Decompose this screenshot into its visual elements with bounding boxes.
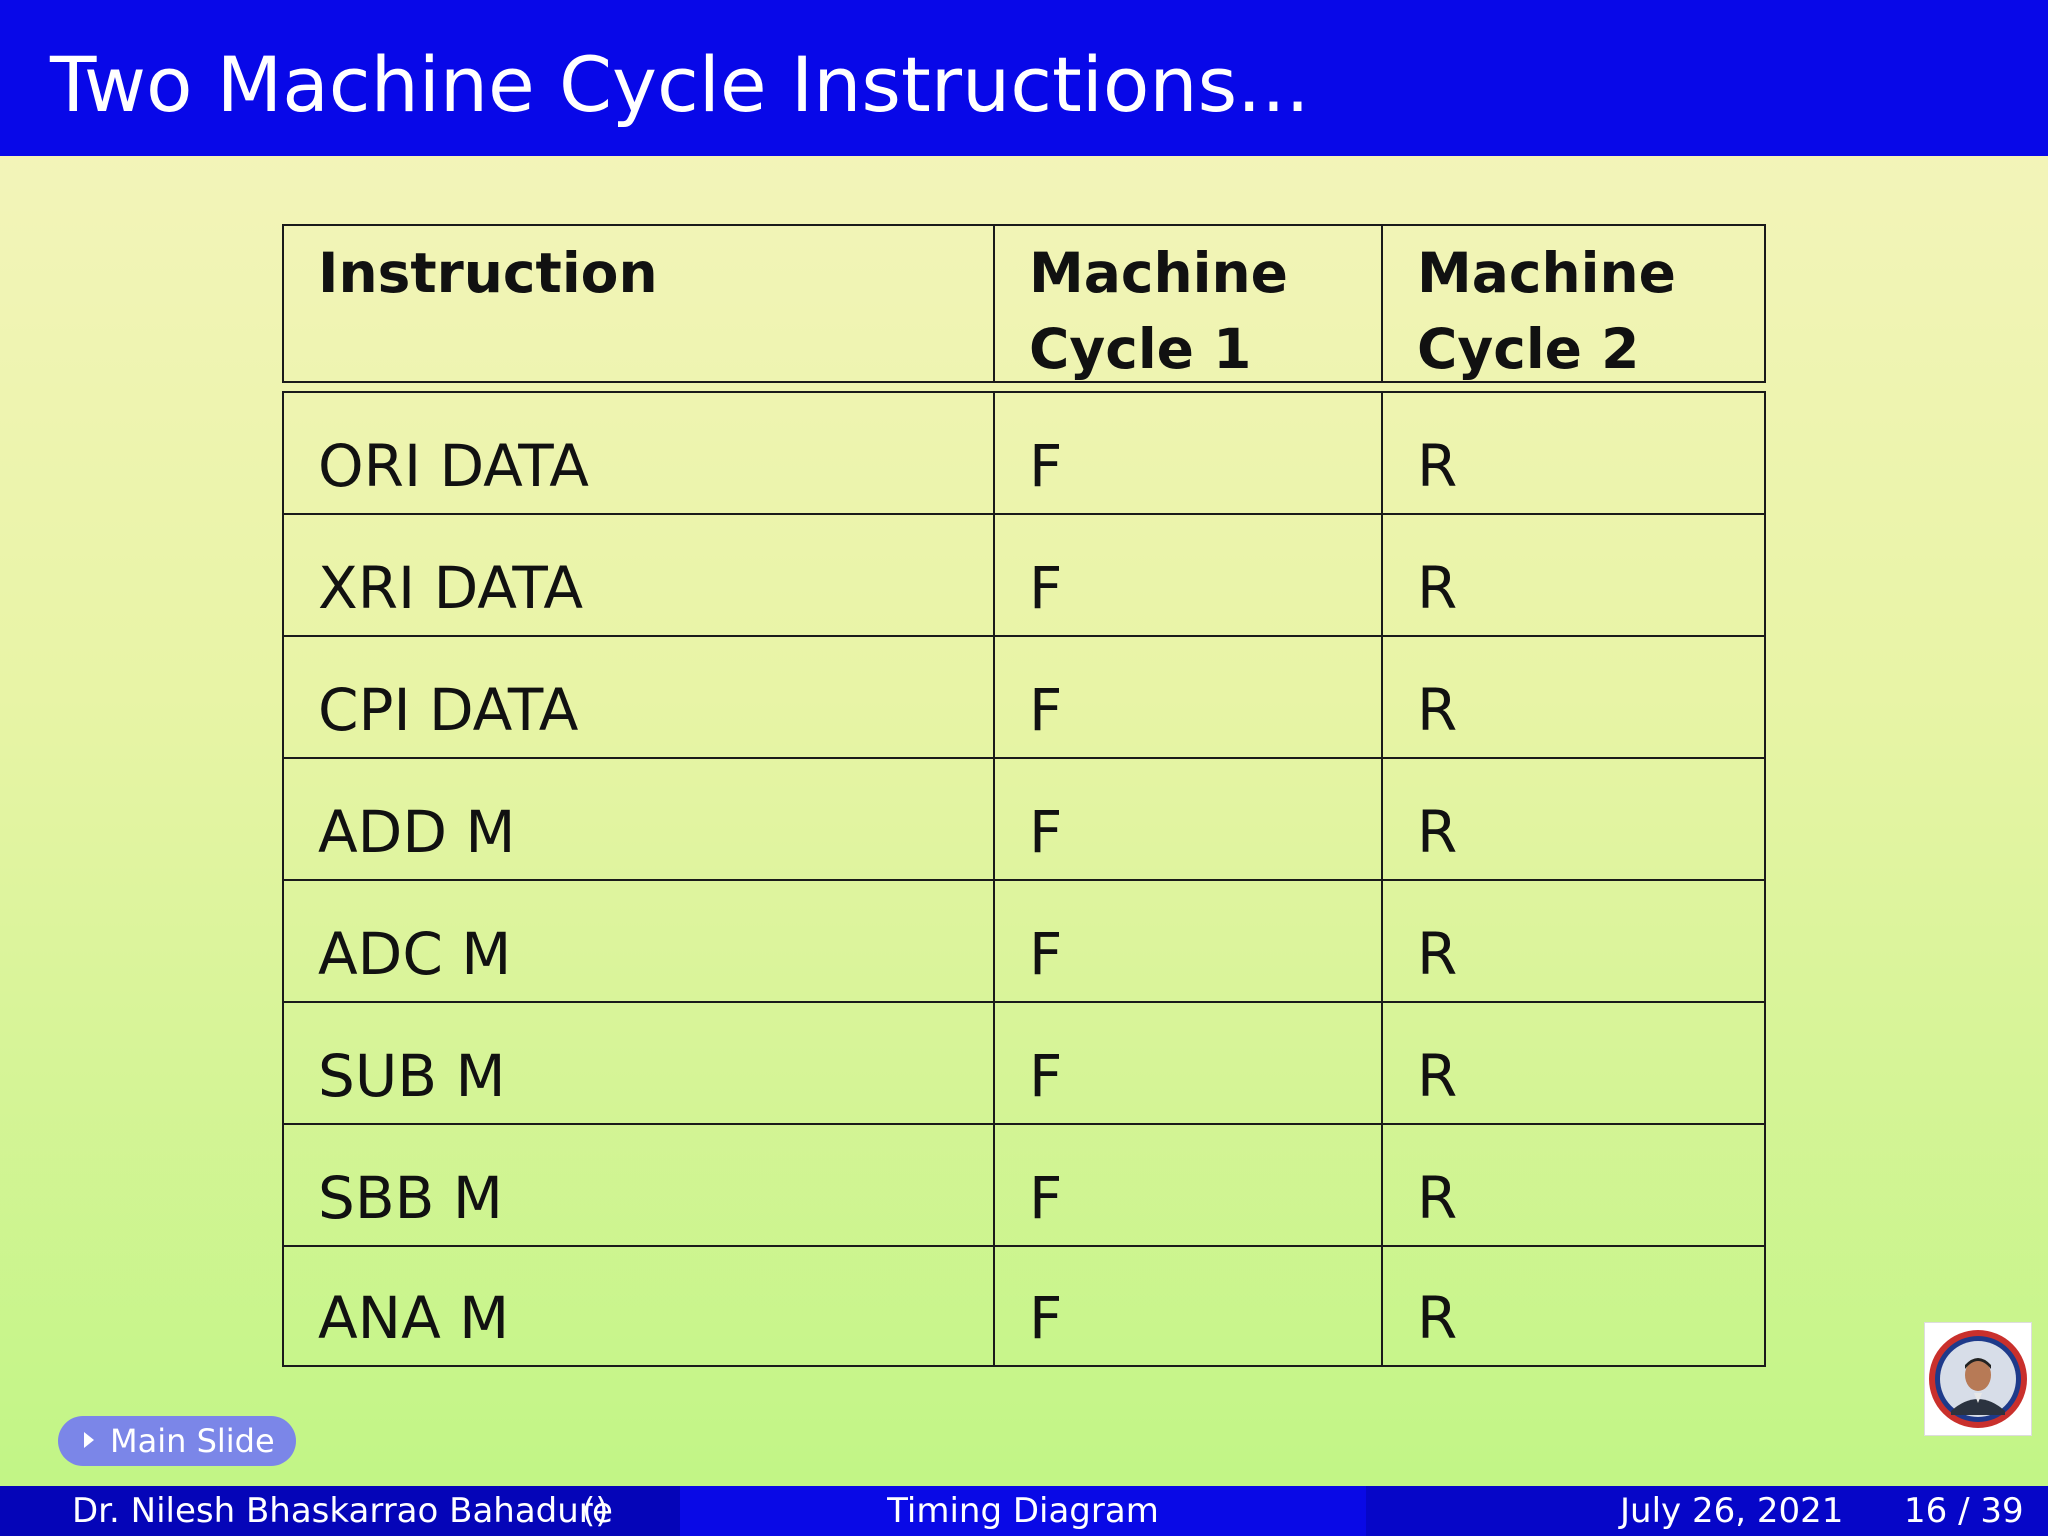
cycle1-cell: F — [993, 515, 1381, 635]
table-row: ADD M F R — [282, 757, 1766, 881]
presenter-logo — [1924, 1322, 2032, 1436]
header-line: Machine — [1029, 241, 1288, 305]
table-row: SBB M F R — [282, 1123, 1766, 1247]
instruction-cell: ADD M — [284, 759, 993, 879]
cell-text: F — [1029, 1284, 1063, 1352]
cell-text: F — [1029, 432, 1063, 500]
cell-text: R — [1417, 676, 1458, 744]
cycle2-cell: R — [1381, 1125, 1768, 1245]
cycle2-cell: R — [1381, 1247, 1768, 1365]
table-row: SUB M F R — [282, 1001, 1766, 1125]
header-line: Instruction — [318, 241, 658, 305]
instruction-cell: ORI DATA — [284, 393, 993, 513]
footer-author-segment: Dr. Nilesh Bhaskarrao Bahadure () — [0, 1486, 680, 1536]
instruction-cell: CPI DATA — [284, 637, 993, 757]
cell-text: F — [1029, 554, 1063, 622]
cycle1-cell: F — [993, 759, 1381, 879]
footer-date-segment: July 26, 2021 16 / 39 — [1366, 1486, 2048, 1536]
instruction-cell: SUB M — [284, 1003, 993, 1123]
table-row: CPI DATA F R — [282, 635, 1766, 759]
header-cell-instruction: Instruction — [284, 226, 993, 381]
cell-text: ORI DATA — [318, 432, 589, 500]
cell-text: R — [1417, 1042, 1458, 1110]
header-line: Cycle 1 — [1029, 317, 1252, 381]
footer-topic: Timing Diagram — [887, 1491, 1159, 1531]
main-slide-label: Main Slide — [110, 1422, 275, 1460]
slide-header: Two Machine Cycle Instructions... — [0, 0, 2048, 156]
cycle2-cell: R — [1381, 637, 1768, 757]
header-line: Cycle 2 — [1417, 317, 1640, 381]
table-row: ORI DATA F R — [282, 391, 1766, 515]
cell-text: ADC M — [318, 920, 512, 988]
cycle2-cell: R — [1381, 759, 1768, 879]
cycle1-cell: F — [993, 1125, 1381, 1245]
header-cell-machine-cycle-2: Machine Cycle 2 — [1381, 226, 1768, 381]
cell-text: F — [1029, 676, 1063, 744]
cell-text: R — [1417, 798, 1458, 866]
cell-text: ADD M — [318, 798, 516, 866]
cycle1-cell: F — [993, 881, 1381, 1001]
cycle1-cell: F — [993, 1003, 1381, 1123]
slide-title: Two Machine Cycle Instructions... — [50, 40, 1310, 129]
cell-text: R — [1417, 432, 1458, 500]
cell-text: SUB M — [318, 1042, 506, 1110]
cell-text: R — [1417, 1164, 1458, 1232]
instruction-cell: ADC M — [284, 881, 993, 1001]
cell-text: SBB M — [318, 1164, 503, 1232]
instruction-cell: SBB M — [284, 1125, 993, 1245]
cell-text: CPI DATA — [318, 676, 579, 744]
instruction-cell: ANA M — [284, 1247, 993, 1365]
cell-text: F — [1029, 1164, 1063, 1232]
cell-text: R — [1417, 554, 1458, 622]
cycle2-cell: R — [1381, 881, 1768, 1001]
table-header: Instruction Machine Cycle 1 Machine Cycl… — [282, 224, 1766, 383]
header-cell-machine-cycle-1: Machine Cycle 1 — [993, 226, 1381, 381]
slide-footer: Dr. Nilesh Bhaskarrao Bahadure () Timing… — [0, 1486, 2048, 1536]
main-slide-button[interactable]: Main Slide — [58, 1416, 296, 1466]
footer-date: July 26, 2021 — [1620, 1491, 1844, 1531]
footer-author: Dr. Nilesh Bhaskarrao Bahadure — [72, 1491, 613, 1531]
header-line: Machine — [1417, 241, 1676, 305]
cell-text: R — [1417, 920, 1458, 988]
cycle2-cell: R — [1381, 1003, 1768, 1123]
cell-text: F — [1029, 920, 1063, 988]
cycle2-cell: R — [1381, 393, 1768, 513]
footer-author-suffix: () — [582, 1491, 609, 1531]
table-row: ANA M F R — [282, 1245, 1766, 1367]
cell-text: ANA M — [318, 1284, 510, 1352]
triangle-right-icon — [84, 1432, 94, 1448]
cell-text: XRI DATA — [318, 554, 583, 622]
cycle1-cell: F — [993, 637, 1381, 757]
footer-page-number: 16 / 39 — [1904, 1491, 2024, 1531]
cycle1-cell: F — [993, 1247, 1381, 1365]
presenter-seal-icon — [1929, 1330, 2027, 1428]
footer-topic-segment: Timing Diagram — [680, 1486, 1366, 1536]
cell-text: F — [1029, 798, 1063, 866]
table-row: XRI DATA F R — [282, 513, 1766, 637]
cell-text: F — [1029, 1042, 1063, 1110]
cell-text: R — [1417, 1284, 1458, 1352]
instruction-cell: XRI DATA — [284, 515, 993, 635]
cycle1-cell: F — [993, 393, 1381, 513]
table-row: ADC M F R — [282, 879, 1766, 1003]
cycle2-cell: R — [1381, 515, 1768, 635]
